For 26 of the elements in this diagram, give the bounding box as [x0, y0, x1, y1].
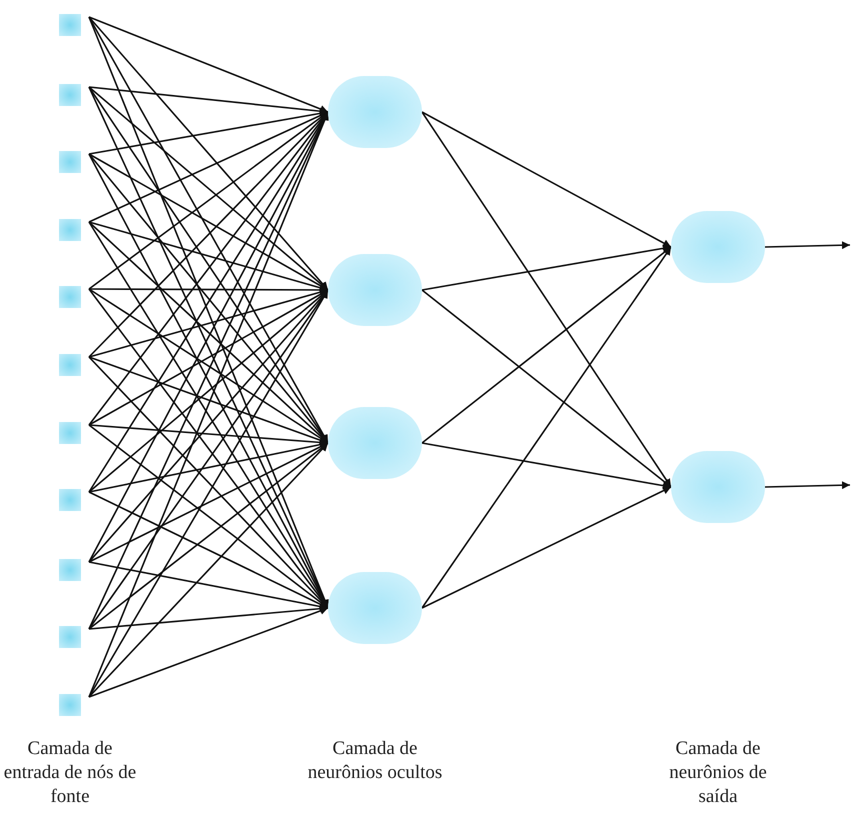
- arrow: [764, 241, 850, 250]
- arrow: [422, 486, 672, 609]
- input-node: [59, 286, 81, 308]
- input-node: [59, 694, 81, 716]
- arrow: [764, 481, 850, 490]
- input-node: [59, 14, 81, 36]
- layer-label: Camada de neurônios ocultos: [306, 737, 444, 785]
- input-node: [59, 151, 81, 173]
- input-node: [59, 489, 81, 511]
- arrow: [422, 244, 672, 291]
- arrow: [88, 16, 329, 291]
- input-node: [59, 422, 81, 444]
- arrow: [88, 16, 328, 113]
- input-node: [59, 559, 81, 581]
- input-node: [59, 219, 81, 241]
- arrow: [88, 442, 329, 698]
- arrow: [88, 607, 328, 698]
- layer-label: Camada de neurônios de saída: [668, 737, 768, 809]
- input-node: [59, 84, 81, 106]
- arrow: [422, 111, 672, 248]
- arrow: [421, 246, 672, 608]
- input-node: [59, 354, 81, 376]
- layer-label: Camada de entrada de nós de fonte: [2, 737, 138, 809]
- input-node: [59, 626, 81, 648]
- arrow: [421, 112, 672, 488]
- arrow: [422, 442, 672, 490]
